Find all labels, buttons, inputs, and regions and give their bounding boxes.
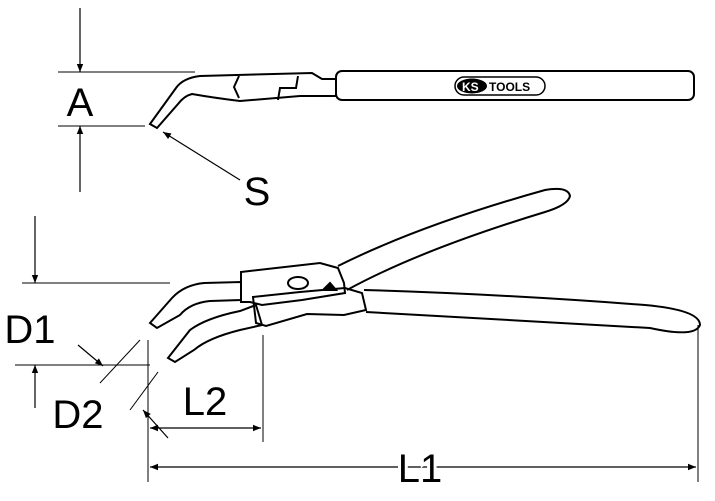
upper-handle [337, 187, 572, 291]
dimension-lines [15, 216, 699, 482]
handle-outline [335, 70, 695, 101]
side-view-pliers [58, 8, 695, 192]
dim-d2-diag [129, 371, 159, 411]
label-l1: L1 [398, 447, 443, 491]
logo-tools: TOOLS [489, 80, 530, 94]
jaw-outline [148, 71, 337, 130]
label-d2: D2 [52, 393, 103, 437]
dim-arrow-d1-diag [77, 344, 104, 367]
logo-ks: KS [462, 80, 479, 94]
dim-d1-diag [99, 339, 141, 384]
lower-joint [251, 286, 368, 328]
label-s: S [244, 170, 271, 214]
spring-detail [320, 281, 339, 291]
dim-arrow-d2-diag [142, 409, 169, 439]
upper-joint [240, 261, 347, 307]
step-detail [277, 75, 299, 101]
upper-jaw [148, 280, 242, 330]
lower-handle [363, 289, 702, 334]
top-view-pliers [148, 187, 702, 364]
label-a: A [67, 81, 94, 125]
ks-tools-logo: KS TOOLS [454, 76, 546, 96]
joint-detail [232, 75, 240, 99]
leader-arrow-s [162, 131, 241, 181]
pivot-hole [287, 276, 309, 290]
label-l2: L2 [183, 380, 228, 424]
label-d1: D1 [4, 308, 55, 352]
